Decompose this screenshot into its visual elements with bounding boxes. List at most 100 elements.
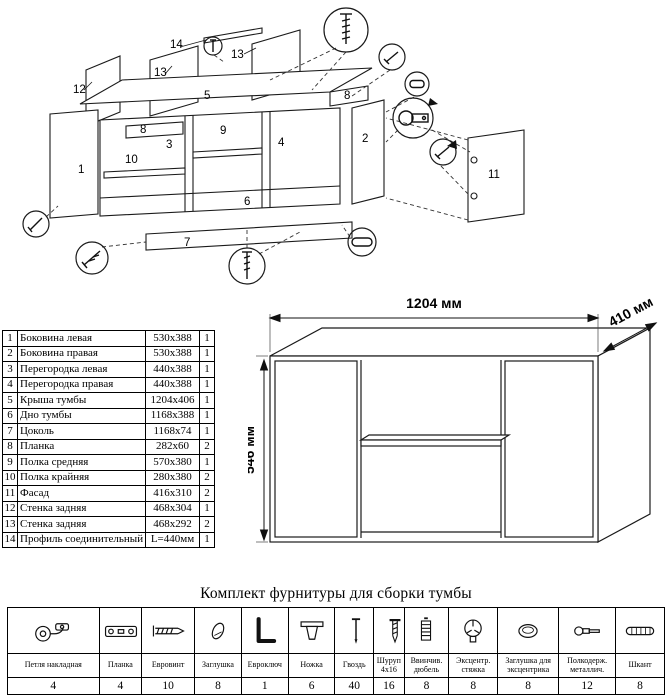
hardware-qty: 4 [7, 677, 100, 695]
part-name: Боковина левая [17, 330, 146, 347]
part-label-5: 5 [204, 90, 210, 102]
part-label-2: 2 [362, 133, 368, 145]
part-qty: 1 [199, 407, 215, 424]
part-label-9: 9 [220, 125, 226, 137]
extension-lines [256, 314, 599, 543]
part-label-1: 1 [78, 164, 84, 176]
height-dimension-label: 546 мм [248, 426, 257, 474]
planka-8-left [125, 121, 184, 139]
part-name: Полка средняя [17, 454, 146, 471]
part-qty: 1 [199, 531, 215, 548]
hardware-name: Гвоздь [334, 653, 375, 678]
part-label-14: 14 [170, 39, 183, 51]
hardware-name: Петля накладная [7, 653, 100, 678]
fastener-glyphs [27, 13, 450, 279]
part-size: 280x380 [145, 469, 200, 486]
left-door-1 [49, 109, 99, 219]
part-number: 12 [2, 500, 18, 517]
part-qty: 1 [199, 500, 215, 517]
part-label-13a: 13 [154, 67, 167, 79]
hardware-qty: 4 [98, 677, 143, 695]
hardware-icon-cell [558, 607, 617, 654]
confirmat-callout [323, 7, 369, 53]
part-size: 1168x74 [145, 423, 200, 440]
hardware-name: Планка [98, 653, 143, 678]
part-number: 11 [2, 485, 18, 502]
profile-screw-callout [203, 36, 223, 56]
hardware-name: Шуруп 4х16 [373, 653, 405, 678]
fastener-callouts [22, 7, 457, 285]
part-size: 570x380 [145, 454, 200, 471]
right-side-2 [351, 99, 385, 205]
hardware-kit-title: Комплект фурнитуры для сборки тумбы [200, 585, 472, 602]
part-name: Профиль соединительный [17, 531, 146, 548]
part-size: 1168x388 [145, 407, 200, 424]
part-size: 1204x406 [145, 392, 200, 409]
hardware-name: Ввинчив. дюбель [403, 653, 450, 678]
hardware-icon-cell [497, 607, 560, 654]
part-qty: 1 [199, 392, 215, 409]
hex-key-icon [256, 616, 276, 643]
part-size: 530x388 [145, 330, 200, 347]
part-label-8a: 8 [140, 124, 146, 136]
left-door [274, 360, 358, 538]
screw-icon [389, 618, 401, 644]
hardware-name: Полкодерж. металлич. [558, 653, 617, 678]
part-name: Фасад [17, 485, 146, 502]
cabinet-panels [49, 27, 525, 251]
part-name: Полка крайняя [17, 469, 146, 486]
part-number: 6 [2, 407, 18, 424]
part-number: 3 [2, 361, 18, 378]
hinge-callout [392, 97, 434, 139]
right-door [504, 360, 594, 538]
label-leaders [83, 39, 257, 91]
cabinet-outline [269, 326, 651, 544]
part-name: Планка [17, 438, 146, 455]
hardware-qty: 8 [194, 677, 242, 695]
screw-in-dowel-icon [421, 616, 432, 641]
part-number: 5 [2, 392, 18, 409]
plate-icon [104, 625, 137, 637]
part-name: Боковина правая [17, 345, 146, 362]
shelf [358, 434, 512, 441]
direction-arrows [428, 98, 457, 149]
hinge-icon [35, 622, 70, 642]
hardware-icon-cell [334, 607, 375, 654]
part-name: Стенка задняя [17, 516, 146, 533]
hardware-name: Евроключ [240, 653, 289, 678]
hardware-qty: 10 [141, 677, 196, 695]
hardware-name: Заглушка для эксцентрика [497, 653, 560, 678]
cap-icon [211, 622, 225, 639]
part-number: 10 [2, 469, 18, 486]
part-number: 9 [2, 454, 18, 471]
hardware-qty: 16 [373, 677, 405, 695]
part-size: 468x292 [145, 516, 200, 533]
hardware-icon-cell [287, 607, 336, 654]
hardware-icon-cell [7, 607, 100, 654]
part-number: 13 [2, 516, 18, 533]
dowel-callout-bottom [347, 227, 377, 257]
shelf-support-icon [574, 625, 600, 636]
part-qty: 1 [199, 330, 215, 347]
part-label-11: 11 [488, 169, 500, 181]
part-label-10: 10 [125, 154, 138, 166]
part-size: 440x388 [145, 376, 200, 393]
cam-cap-icon [518, 623, 538, 638]
part-name: Перегородка правая [17, 376, 146, 393]
leg-icon [300, 620, 324, 640]
hardware-icons-row [7, 607, 665, 654]
hardware-icon-cell [240, 607, 289, 654]
part-qty: 2 [199, 469, 215, 486]
part-label-13b: 13 [231, 49, 244, 61]
dowel-icon [625, 626, 655, 635]
planka-8-right [329, 85, 369, 107]
hardware-qty-row: 4 4 10 8 1 6 40 16 8 8 8 12 8 [7, 677, 665, 695]
top-panel-5 [79, 67, 373, 105]
hinge-screw-callout [429, 138, 457, 166]
